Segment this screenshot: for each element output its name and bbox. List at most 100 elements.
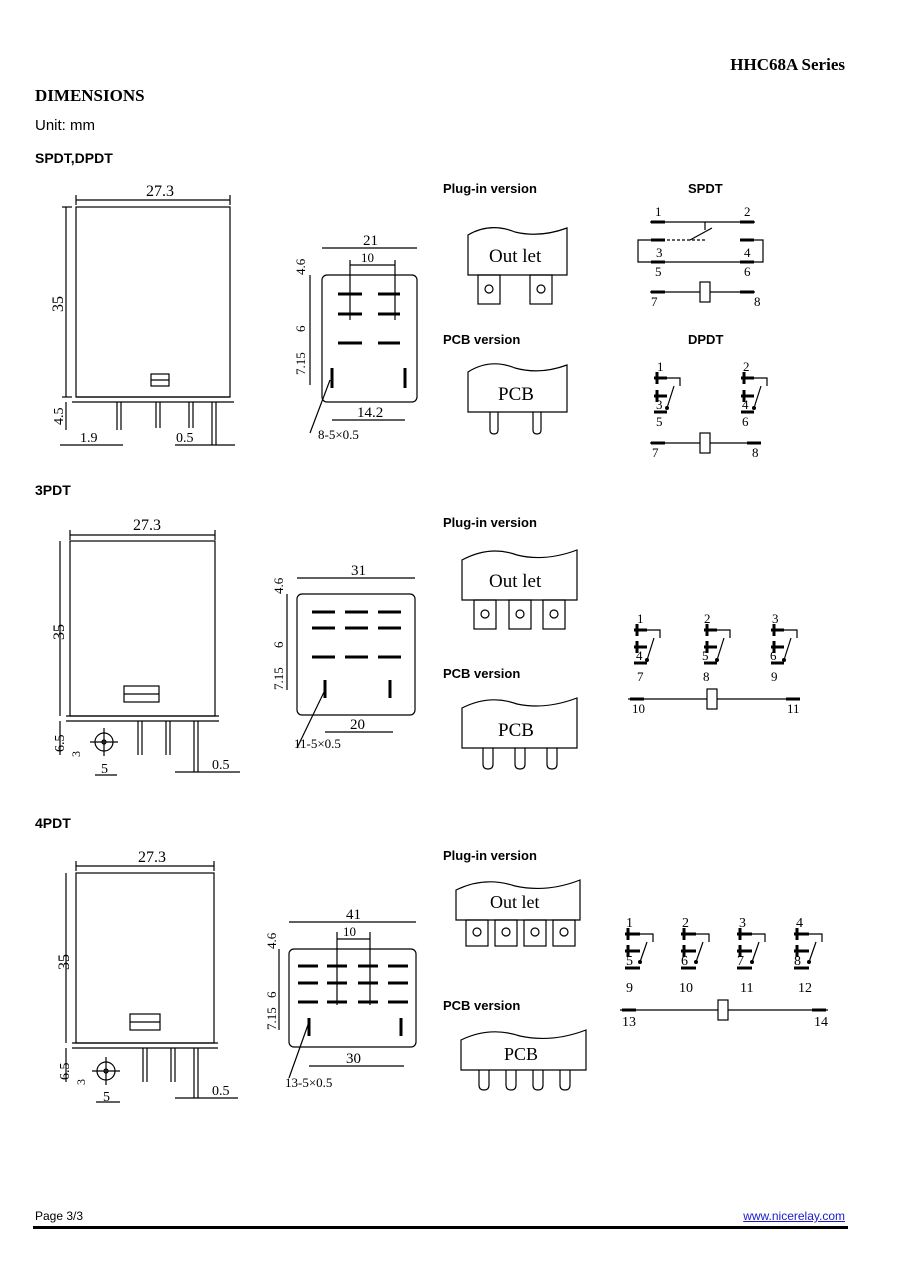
drawing-label: 2 [704, 611, 711, 626]
drawing-label: Out let [489, 571, 542, 592]
dim-spdt-r2: 6 [293, 325, 308, 332]
website-link[interactable]: www.nicerelay.com [743, 1209, 845, 1223]
dim-width-1: 27.3 [146, 183, 174, 200]
dim-height-1: 35 [50, 296, 67, 312]
drawing-label: 9 [771, 669, 778, 684]
drawing-label: 4 [744, 245, 751, 260]
dim-spdt-p: 10 [361, 250, 374, 265]
drawing-label: 12 [798, 981, 812, 996]
drawing-label: 5 [702, 648, 709, 663]
drawing-label: 6.5 [58, 1063, 73, 1081]
pcb-label-2: PCB version [443, 666, 521, 681]
drawing-label: 6.5 [53, 735, 68, 753]
drawing-label: 30 [346, 1051, 361, 1067]
unit-label: Unit: mm [35, 117, 95, 134]
drawing-label: PCB [498, 720, 534, 741]
drawing-label: 31 [351, 563, 366, 579]
drawing-label: 5 [103, 1090, 110, 1105]
section-4pdt: 4PDT [35, 815, 71, 831]
section-spdt-dpdt: SPDT,DPDT [35, 150, 113, 166]
dim-spdt-holes: 8-5×0.5 [318, 427, 359, 442]
drawing-label: 5 [101, 762, 108, 777]
drawing-label: 4 [636, 648, 643, 663]
drawing-label: 4.6 [271, 577, 286, 594]
drawing-label: 8 [752, 445, 759, 460]
dim-spdt-bot: 14.2 [357, 405, 383, 421]
drawing-label: 3 [656, 397, 663, 412]
drawing-label: 2 [682, 916, 689, 931]
drawing-label: 7 [651, 294, 658, 309]
drawing-label: 35 [56, 954, 73, 970]
footer-rule [33, 1226, 848, 1229]
drawing-label: 6 [744, 264, 751, 279]
drawing-label: 1 [655, 204, 662, 219]
drawing-label: 41 [346, 907, 361, 923]
dim-pinb-1: 1.9 [80, 431, 98, 446]
drawing-label: 10 [679, 981, 693, 996]
drawing-label: Out let [490, 892, 540, 912]
dim-spdt-r3: 7.15 [293, 352, 308, 375]
spdt-label: SPDT [688, 181, 723, 196]
plugin-label-3: Plug-in version [443, 848, 537, 863]
drawing-label: 2 [743, 359, 750, 374]
dpdt-label: DPDT [688, 332, 724, 347]
drawing-label: 6 [770, 648, 777, 663]
drawing-label: 6 [681, 954, 688, 969]
dimensions-heading: DIMENSIONS [35, 86, 145, 105]
drawing-label: 6 [264, 991, 279, 998]
drawing-label: 13 [622, 1015, 636, 1030]
drawing-label: 1 [626, 916, 633, 931]
drawing-label: 0.5 [212, 758, 230, 773]
plugin-label-1: Plug-in version [443, 181, 537, 196]
drawing-label: 8 [794, 954, 801, 969]
drawing-label: 27.3 [133, 517, 161, 534]
drawing-label: 3 [656, 245, 663, 260]
drawing-label: 13-5×0.5 [285, 1075, 332, 1090]
drawing-label: 35 [51, 624, 68, 640]
plugin-label-2: Plug-in version [443, 515, 537, 530]
drawing-label: 4.6 [264, 932, 279, 949]
series-title: HHC68A Series [730, 55, 845, 74]
pcb-text-1: PCB [498, 384, 534, 405]
pcb-label-1: PCB version [443, 332, 521, 347]
drawing-label: 0.5 [212, 1084, 230, 1099]
drawing-label: 11-5×0.5 [294, 736, 341, 751]
drawing-label: 5 [626, 954, 633, 969]
dim-pint-1: 0.5 [176, 431, 194, 446]
drawing-label: 3 [69, 751, 83, 757]
page-number: Page 3/3 [35, 1209, 84, 1223]
drawing-label: 3 [772, 611, 779, 626]
drawing-label: 4 [742, 397, 749, 412]
drawing-label: PCB [504, 1044, 538, 1064]
drawing-label: 3 [739, 916, 746, 931]
drawing-label: 10 [343, 924, 356, 939]
drawing-label: 10 [632, 701, 645, 716]
drawing-label: 2 [744, 204, 751, 219]
drawing-label: 7 [737, 954, 744, 969]
drawing-label: 5 [656, 414, 663, 429]
section-3pdt: 3PDT [35, 482, 71, 498]
drawing-label: 9 [626, 981, 633, 996]
dim-spdt-w: 21 [363, 233, 378, 249]
drawing-label: 4 [796, 916, 803, 931]
dim-spdt-r1: 4.6 [293, 258, 308, 275]
drawing-label: 7 [652, 445, 659, 460]
drawing-label: 8 [754, 294, 761, 309]
drawing-label: 11 [787, 701, 800, 716]
pcb-label-3: PCB version [443, 998, 521, 1013]
dim-pin-1: 4.5 [52, 408, 67, 426]
drawing-label: 7 [637, 669, 644, 684]
drawing-label: 3 [74, 1079, 88, 1085]
drawing-label: 11 [740, 981, 753, 996]
